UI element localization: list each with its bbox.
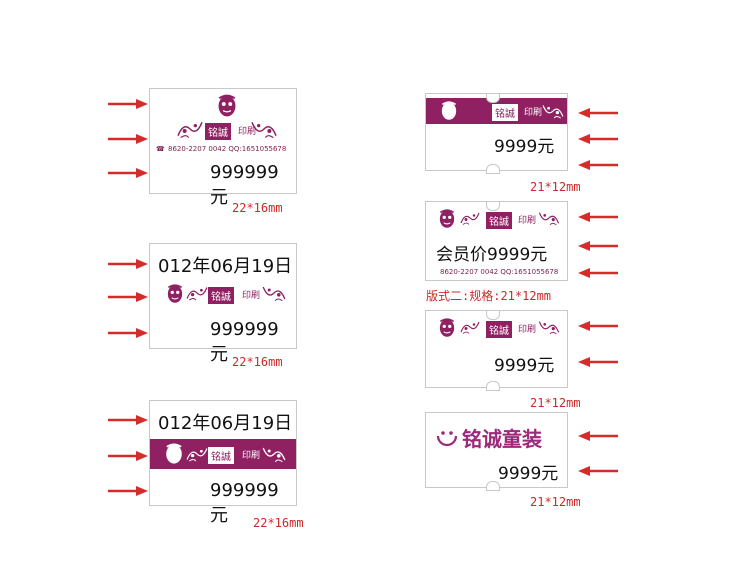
size-caption: 21*12mm bbox=[530, 180, 581, 194]
crest-logo bbox=[436, 207, 458, 231]
arrow-left-icon bbox=[578, 268, 618, 278]
hang-notch bbox=[486, 481, 500, 491]
kids-brand: 铭诚童装 bbox=[462, 427, 542, 451]
swirl-ornament bbox=[186, 445, 208, 463]
price-label-5: 铭誠 印刷 会员价9999元 8620-2207 0042 QQ:1651055… bbox=[425, 201, 568, 281]
price-text: 9999元 bbox=[494, 137, 555, 157]
swirl-ornament bbox=[186, 284, 208, 302]
brand-tagline: 印刷 bbox=[518, 216, 537, 226]
brand-name: 铭誠 bbox=[492, 104, 518, 121]
price-text: 999999元 bbox=[210, 319, 279, 365]
arrow-right-icon bbox=[108, 99, 148, 109]
contact-info: 8620-2207 0042 QQ:1651055678 bbox=[168, 145, 287, 153]
arrow-right-icon bbox=[108, 486, 148, 496]
price-text: 9999元 bbox=[498, 464, 559, 484]
price-text: 999999元 bbox=[210, 480, 279, 526]
size-caption: 22*16mm bbox=[253, 516, 304, 530]
brand-tagline: 印刷 bbox=[524, 108, 543, 118]
size-caption: 21*12mm bbox=[530, 396, 581, 410]
swirl-ornament bbox=[538, 210, 560, 226]
size-caption: 21*12mm bbox=[530, 495, 581, 509]
member-price-text: 会员价9999元 bbox=[436, 245, 548, 265]
swirl-ornament bbox=[542, 102, 564, 120]
smiley-icon bbox=[436, 431, 458, 447]
brand-tagline: 印刷 bbox=[238, 127, 257, 137]
hang-notch bbox=[486, 93, 500, 103]
variant-two-title: 版式二:规格:21*12mm bbox=[426, 289, 552, 303]
arrow-right-icon bbox=[108, 328, 148, 338]
hang-notch bbox=[486, 381, 500, 391]
brand-name: 铭誠 bbox=[486, 321, 512, 338]
arrow-left-icon bbox=[578, 212, 618, 222]
brand-name: 铭誠 bbox=[208, 447, 234, 464]
arrow-left-icon bbox=[578, 241, 618, 251]
swirl-ornament bbox=[538, 319, 560, 335]
size-caption: 22*16mm bbox=[232, 355, 283, 369]
brand-name: 铭誠 bbox=[205, 123, 231, 140]
hang-notch bbox=[486, 201, 500, 211]
hang-notch bbox=[486, 164, 500, 174]
price-label-4: 铭誠 印刷 9999元 bbox=[425, 93, 568, 171]
brand-tagline: 印刷 bbox=[518, 325, 537, 335]
arrow-right-icon bbox=[108, 259, 148, 269]
contact-info: 8620-2207 0042 QQ:1651055678 bbox=[440, 268, 559, 276]
price-label-6: 铭誠 印刷 9999元 bbox=[425, 310, 568, 388]
brand-name: 铭誠 bbox=[486, 212, 512, 229]
date-text: 012年06月19日 bbox=[158, 413, 293, 434]
price-label-3: 012年06月19日 铭誠 印刷 999999元 bbox=[149, 400, 297, 526]
arrow-left-icon bbox=[578, 466, 618, 476]
arrow-left-icon bbox=[578, 357, 618, 367]
crest-logo bbox=[162, 441, 186, 467]
crest-logo bbox=[438, 99, 460, 123]
arrow-right-icon bbox=[108, 292, 148, 302]
crest-logo bbox=[164, 282, 186, 306]
hang-notch bbox=[486, 310, 500, 320]
crest-logo bbox=[214, 93, 240, 119]
arrow-left-icon bbox=[578, 134, 618, 144]
swirl-ornament bbox=[262, 445, 286, 463]
price-label-2: 012年06月19日 铭誠 印刷 999999元 bbox=[149, 243, 297, 365]
price-text: 999999元 bbox=[210, 162, 279, 208]
phone-icon: ☎ bbox=[156, 145, 165, 153]
arrow-left-icon bbox=[578, 160, 618, 170]
swirl-ornament bbox=[250, 119, 278, 139]
date-text: 012年06月19日 bbox=[158, 256, 293, 277]
swirl-ornament bbox=[176, 119, 204, 139]
arrow-right-icon bbox=[108, 451, 148, 461]
arrow-left-icon bbox=[578, 321, 618, 331]
swirl-ornament bbox=[262, 284, 286, 302]
swirl-ornament bbox=[460, 319, 480, 335]
arrow-right-icon bbox=[108, 168, 148, 178]
swirl-ornament bbox=[460, 210, 480, 226]
price-text: 9999元 bbox=[494, 356, 555, 376]
price-label-1: 铭誠 印刷 ☎ 8620-2207 0042 QQ:1651055678 999… bbox=[149, 88, 297, 208]
price-label-7: 铭诚童装 9999元 bbox=[425, 412, 568, 488]
arrow-left-icon bbox=[578, 108, 618, 118]
crest-logo bbox=[436, 316, 458, 340]
size-caption: 22*16mm bbox=[232, 201, 283, 215]
arrow-right-icon bbox=[108, 134, 148, 144]
brand-tagline: 印刷 bbox=[242, 291, 261, 301]
arrow-right-icon bbox=[108, 415, 148, 425]
brand-name: 铭誠 bbox=[208, 287, 234, 304]
arrow-left-icon bbox=[578, 431, 618, 441]
brand-tagline: 印刷 bbox=[242, 451, 261, 461]
